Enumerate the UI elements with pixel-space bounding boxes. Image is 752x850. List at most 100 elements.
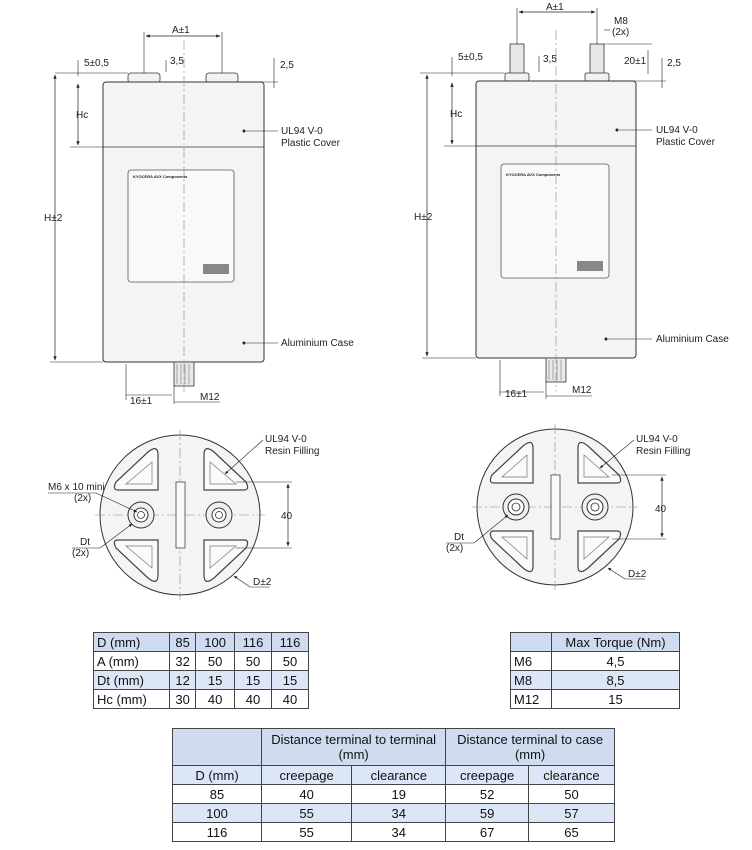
table-cell: 15 [233,670,272,690]
right-top-label-dt: Dt [454,532,464,543]
right-top-dim-d: D±2 [628,569,647,580]
table-cell: 50 [527,784,616,804]
table-row: 116 55 34 67 65 [172,822,616,842]
right-side-view: KYOCERA AVX Components A±1 M8 (2x) 5±0,5… [414,2,729,400]
left-top-label-m6: M6 x 10 mini [48,482,105,493]
table-cell: 40 [195,689,235,709]
left-dim-5: 5±0,5 [84,58,109,69]
left-dim-a: A±1 [172,25,190,36]
group-header-terminal: Distance terminal to terminal (mm) [260,728,447,766]
right-label-case: Aluminium Case [656,334,729,345]
table-cell: 40 [233,689,272,709]
table-row: Dt (mm) 12 15 15 15 [93,670,310,690]
right-dim-a: A±1 [546,2,564,13]
table-row: 100 55 34 59 57 [172,803,616,823]
right-dim-h: H±2 [414,212,433,223]
table-cell: 85 [172,784,262,804]
right-dim-16: 16±1 [505,389,528,400]
table-cell: 52 [445,784,529,804]
left-top-view: UL94 V-0 Resin Filling M6 x 10 mini (2x)… [48,430,319,600]
table-row: A (mm) 32 50 50 50 [93,651,310,671]
left-top-label-resin-1: UL94 V-0 [265,434,307,445]
right-top-dim-40: 40 [655,504,667,515]
table-row: D (mm) creepage clearance creepage clear… [172,765,616,785]
table-cell: 19 [351,784,447,804]
left-top-label-dt: Dt [80,537,90,548]
left-side-view: KYOCERA AVX Components A±1 5±0,5 3,5 2,5… [44,25,354,407]
right-label-cover-2: Plastic Cover [656,137,716,148]
left-label-cover-1: UL94 V-0 [281,126,323,137]
table-row: Max Torque (Nm) [510,632,680,652]
table-cell: 30 [168,689,197,709]
right-brand-text: KYOCERA AVX Components [506,172,561,177]
table-cell: 85 [168,632,197,652]
left-dim-hc: Hc [76,110,88,121]
right-label-area [500,163,610,279]
table-row: M12 15 [510,689,680,709]
right-dim-m8: M8 [614,16,628,27]
table-row: D (mm) 85 100 116 116 [93,632,310,652]
left-top-label-dt-count: (2x) [72,548,89,559]
table-row: M6 4,5 [510,651,680,671]
column-header: clearance [527,765,616,785]
distance-table: Distance terminal to terminal (mm) Dista… [172,728,616,842]
table-row: M8 8,5 [510,670,680,690]
table-cell: 116 [270,632,310,652]
left-dim-16: 16±1 [130,396,153,407]
table-cell: 116 [172,822,262,842]
table-cell-empty [172,728,262,766]
left-label-cover-2: Plastic Cover [281,138,341,149]
torque-header: Max Torque (Nm) [551,632,680,652]
right-terminal-1 [509,43,525,75]
left-brand-logo [203,264,229,274]
table-row: Hc (mm) 30 40 40 40 [93,689,310,709]
table-row: Distance terminal to terminal (mm) Dista… [172,728,615,766]
table-cell: 32 [168,651,197,671]
left-dim-35: 3,5 [170,56,184,67]
left-pocket-tl [113,448,159,491]
row-label: M6 [510,651,552,671]
left-top-dim-40: 40 [281,511,293,522]
right-dim-35: 3,5 [543,54,557,65]
table-cell: 65 [527,822,616,842]
table-cell: 15 [195,670,235,690]
table-cell: 50 [195,651,235,671]
table-cell-empty [510,632,552,652]
left-top-dim-d: D±2 [253,577,272,588]
right-top-label-resin-2: Resin Filling [636,446,690,457]
table-cell: 34 [351,822,447,842]
row-label: A (mm) [93,651,170,671]
right-brand-logo [577,261,603,271]
right-top-label-dt-count: (2x) [446,543,463,554]
column-header: creepage [445,765,529,785]
group-header-case: Distance terminal to case (mm) [445,728,615,766]
table-cell: 34 [351,803,447,823]
table-cell: 15 [270,670,310,690]
left-brand-text: KYOCERA AVX Components [133,174,188,179]
right-dim-25: 2,5 [667,58,681,69]
right-pocket-tl [489,441,534,484]
left-dim-h: H±2 [44,213,63,224]
table-cell: 55 [260,803,353,823]
table-cell: 8,5 [551,670,680,690]
table-cell: 4,5 [551,651,680,671]
left-label-case: Aluminium Case [281,338,354,349]
left-top-label-resin-2: Resin Filling [265,446,319,457]
dimensions-table: D (mm) 85 100 116 116 A (mm) 32 50 50 50… [93,632,310,709]
row-label: D (mm) [93,632,170,652]
left-dim-m12: M12 [200,392,220,403]
column-header: clearance [351,765,447,785]
table-cell: 57 [527,803,616,823]
row-label: M12 [510,689,552,709]
right-top-label-resin-1: UL94 V-0 [636,434,678,445]
right-top-view: UL94 V-0 Resin Filling Dt (2x) 40 D±2 [446,424,690,590]
left-top-label-m6-count: (2x) [74,493,91,504]
table-cell: 40 [270,689,310,709]
right-dim-m12: M12 [572,385,592,396]
torque-table: Max Torque (Nm) M6 4,5 M8 8,5 M12 15 [510,632,680,709]
right-pocket-bl [489,530,534,573]
row-label: Hc (mm) [93,689,170,709]
table-cell: 12 [168,670,197,690]
left-pocket-bl [113,539,159,582]
table-cell: 100 [172,803,262,823]
